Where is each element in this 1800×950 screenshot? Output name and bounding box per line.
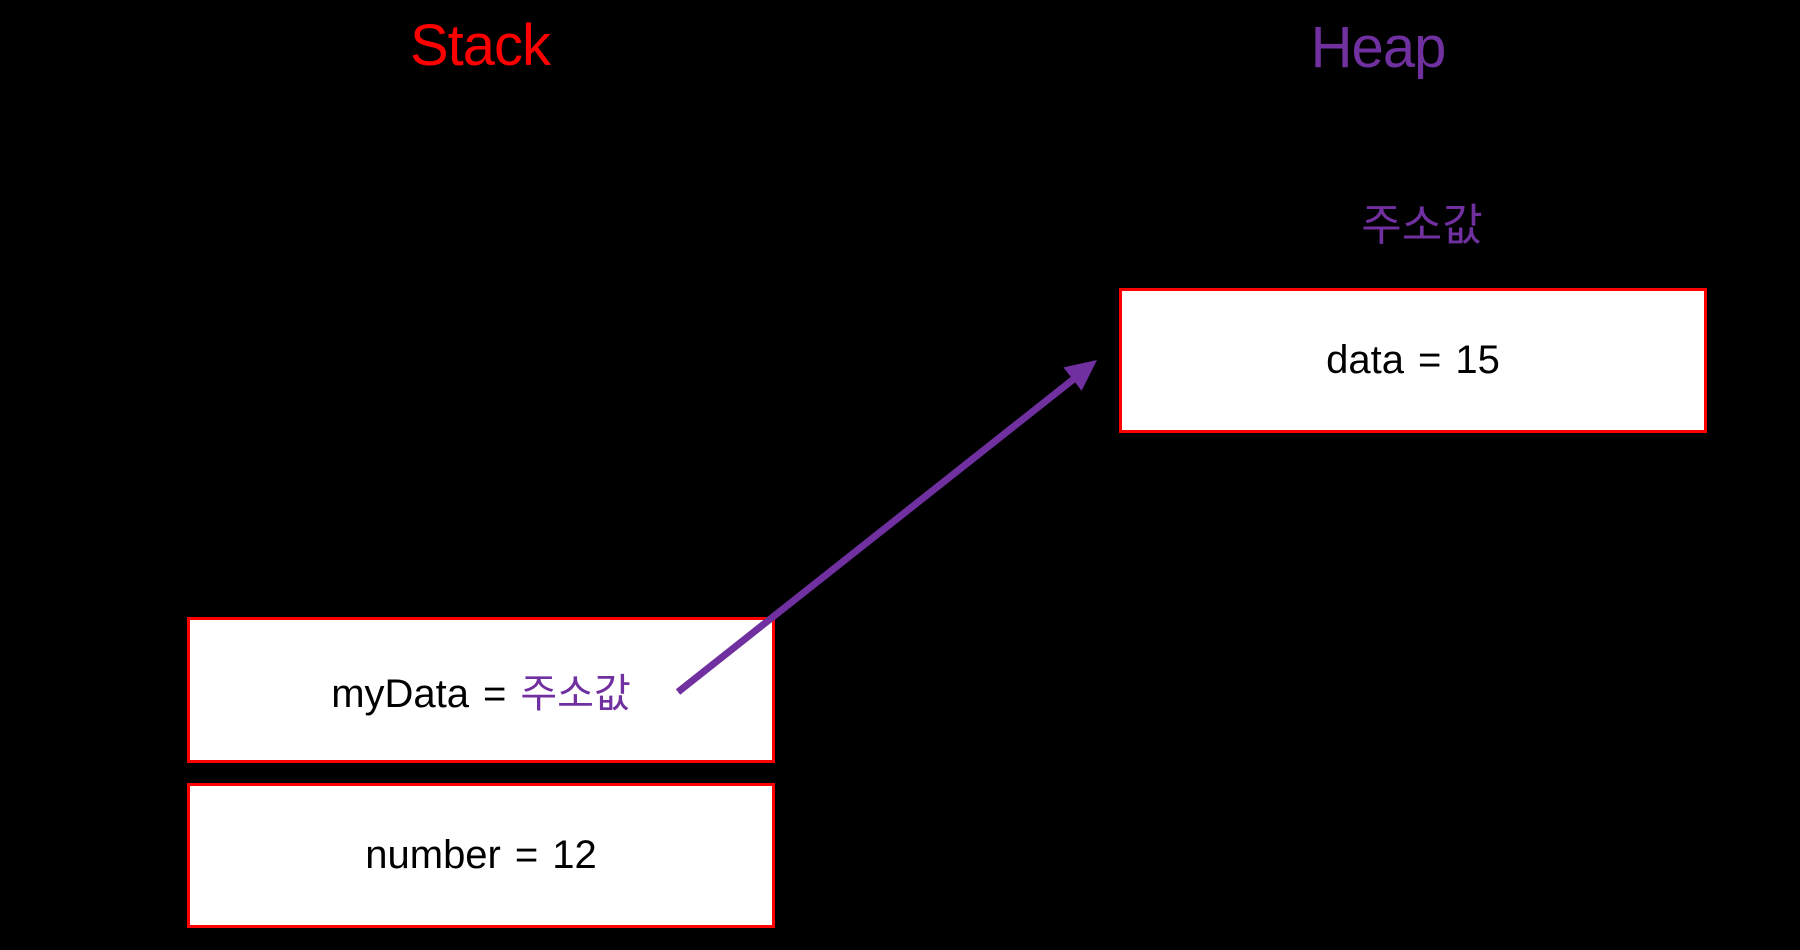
heap-address-label: 주소값: [1361, 201, 1483, 250]
stack-mydata-box: myData = 주소값: [187, 617, 775, 763]
stack-mydata-box-text: myData = 주소값: [331, 661, 631, 719]
stack-mydata-box-name: myData: [331, 672, 470, 716]
heap-data-box: data = 15: [1119, 288, 1707, 433]
stack-number-box-value: 12: [552, 833, 597, 877]
stack-mydata-box-equals: =: [483, 672, 507, 716]
heap-data-box-text: data = 15: [1326, 338, 1500, 383]
stack-mydata-box-value: 주소값: [520, 672, 631, 716]
stack-number-box-name: number: [365, 833, 501, 877]
stack-number-box-equals: =: [514, 833, 539, 877]
stack-title: Stack: [409, 13, 551, 78]
heap-title: Heap: [1310, 15, 1447, 80]
reference-arrow-head: [1063, 360, 1097, 391]
stack-number-box-text: number = 12: [365, 833, 596, 878]
heap-data-box-value: 15: [1455, 338, 1500, 382]
heap-data-box-equals: =: [1418, 338, 1442, 382]
stack-number-box: number = 12: [187, 783, 775, 928]
heap-data-box-name: data: [1326, 338, 1404, 382]
